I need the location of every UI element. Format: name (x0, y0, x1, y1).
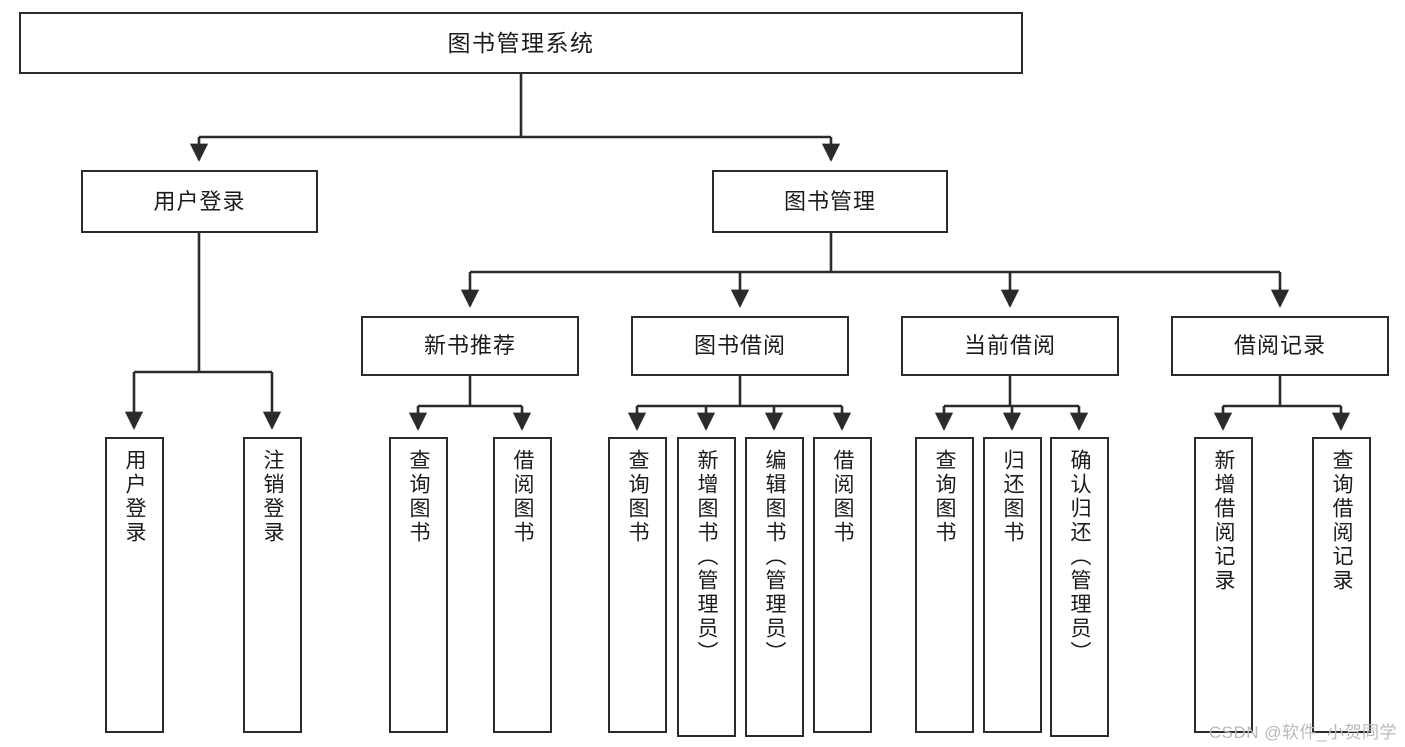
leaf-query-book-3[interactable]: 查询图书 (915, 437, 974, 733)
node-current-borrow[interactable]: 当前借阅 (901, 316, 1119, 376)
node-current-borrow-label: 当前借阅 (963, 333, 1056, 359)
leaf-edit-book[interactable]: 编辑图书（管理员） (745, 437, 804, 737)
leaf-return-book-label: 归还图书 (1001, 449, 1024, 545)
node-root-label: 图书管理系统 (447, 29, 595, 56)
node-user-login-label: 用户登录 (153, 188, 246, 214)
leaf-user-login[interactable]: 用户登录 (105, 437, 164, 733)
leaf-query-record[interactable]: 查询借阅记录 (1312, 437, 1371, 733)
leaf-add-book[interactable]: 新增图书（管理员） (677, 437, 736, 737)
node-book-manage[interactable]: 图书管理 (712, 170, 948, 233)
leaf-logout-label: 注销登录 (261, 449, 284, 545)
leaf-borrow-book-1-label: 借阅图书 (511, 449, 534, 545)
node-user-login[interactable]: 用户登录 (81, 170, 318, 233)
leaf-return-book[interactable]: 归还图书 (983, 437, 1042, 733)
leaf-add-book-label: 新增图书（管理员） (695, 449, 718, 665)
node-book-borrow[interactable]: 图书借阅 (631, 316, 849, 376)
leaf-query-book-2[interactable]: 查询图书 (608, 437, 667, 733)
leaf-borrow-book-1[interactable]: 借阅图书 (493, 437, 552, 733)
leaf-query-book-3-label: 查询图书 (933, 449, 956, 545)
node-root[interactable]: 图书管理系统 (19, 12, 1023, 74)
leaf-add-record-label: 新增借阅记录 (1212, 449, 1235, 593)
leaf-query-book-2-label: 查询图书 (626, 449, 649, 545)
leaf-confirm-return-label: 确认归还（管理员） (1068, 449, 1091, 665)
watermark: CSDN @软件_小贺同学 (1208, 723, 1397, 742)
leaf-query-record-label: 查询借阅记录 (1330, 449, 1353, 593)
leaf-borrow-book-2[interactable]: 借阅图书 (813, 437, 872, 733)
leaf-logout[interactable]: 注销登录 (243, 437, 302, 733)
leaf-query-book-1-label: 查询图书 (407, 449, 430, 545)
leaf-borrow-book-2-label: 借阅图书 (831, 449, 854, 545)
node-new-book-rec-label: 新书推荐 (423, 333, 516, 359)
node-borrow-record[interactable]: 借阅记录 (1171, 316, 1389, 376)
node-book-manage-label: 图书管理 (783, 188, 876, 214)
node-new-book-rec[interactable]: 新书推荐 (361, 316, 579, 376)
node-book-borrow-label: 图书借阅 (693, 333, 786, 359)
leaf-query-book-1[interactable]: 查询图书 (389, 437, 448, 733)
leaf-confirm-return[interactable]: 确认归还（管理员） (1050, 437, 1109, 737)
leaf-edit-book-label: 编辑图书（管理员） (763, 449, 786, 665)
leaf-add-record[interactable]: 新增借阅记录 (1194, 437, 1253, 733)
leaf-user-login-label: 用户登录 (123, 449, 146, 545)
node-borrow-record-label: 借阅记录 (1233, 333, 1326, 359)
